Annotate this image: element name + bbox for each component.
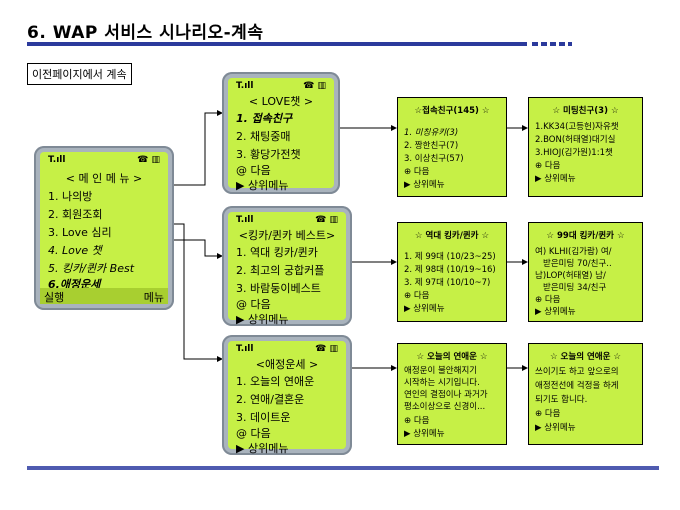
menu-item-my-room[interactable]: 1. 나의방 bbox=[48, 190, 93, 203]
status-bar: T.ıll ☎ ▥ bbox=[236, 215, 338, 227]
love-chat-screen: T.ıll ☎ ▥ < LOVE챗 > 1. 접속친구 2. 채팅중매 3. 황… bbox=[228, 78, 334, 192]
kingka-99-box: ☆ 99대 킹카/퀸카 ☆ 여) KLHI(김가람) 여/ 받은미팅 70/친구… bbox=[528, 222, 643, 322]
box-line: 애정운이 불안해지기 bbox=[404, 366, 478, 376]
box-title: ☆ 오늘의 연애운 ☆ bbox=[416, 352, 488, 362]
box-title: ☆ 미팅친구(3) ☆ bbox=[552, 106, 619, 116]
signal-icon: T.ıll bbox=[48, 155, 66, 165]
status-bar: T.ıll ☎ ▥ bbox=[48, 155, 160, 167]
battery-icon: ☎ ▥ bbox=[137, 155, 160, 165]
signal-icon: T.ıll bbox=[236, 344, 254, 354]
title-underline bbox=[27, 42, 527, 46]
continued-label: 이전페이지에서 계속 bbox=[27, 63, 132, 85]
fortune-header: <애정운세 > bbox=[255, 358, 319, 371]
box-title: ☆접속친구(145) ☆ bbox=[414, 106, 490, 116]
menu-item-love-chat[interactable]: 4. Love 챗 bbox=[48, 244, 102, 257]
kingka-best-screen: T.ıll ☎ ▥ <킹카/퀸카 베스트> 1. 역대 킹카/퀸카 2. 최고의… bbox=[228, 212, 346, 326]
box-line: 연인의 결점이나 과거가 bbox=[404, 390, 488, 400]
box-line[interactable]: 1.KK34(고등헌)자유챗 bbox=[535, 122, 619, 132]
menu-item-parent-menu[interactable]: ▶ 상위메뉴 bbox=[236, 442, 289, 455]
battery-icon: ☎ ▥ bbox=[315, 344, 338, 354]
box-line: 받은미팅 34/친구 bbox=[543, 283, 607, 293]
box-title: ☆ 오늘의 연애운 ☆ bbox=[549, 352, 622, 362]
menu-item-fun-chat[interactable]: 3. 황당가전챗 bbox=[236, 148, 301, 161]
status-bar: T.ıll ☎ ▥ bbox=[236, 81, 326, 93]
kingka-best-phone: T.ıll ☎ ▥ <킹카/퀸카 베스트> 1. 역대 킹카/퀸카 2. 최고의… bbox=[222, 206, 352, 326]
menu-item-next[interactable]: @ 다음 bbox=[236, 298, 271, 311]
today-love-box: ☆ 오늘의 연애운 ☆ 애정운이 불안해지기 시작하는 시기입니다. 연인의 결… bbox=[397, 343, 507, 445]
box-line: 받은미팅 70/친구.. bbox=[543, 259, 612, 269]
box-line: 평소이상으로 신경이... bbox=[404, 402, 486, 412]
box-line[interactable]: ⊕ 다음 bbox=[404, 416, 430, 426]
menu-softkey[interactable]: 메뉴 bbox=[143, 291, 164, 304]
main-menu-header: < 메 인 메 뉴 > bbox=[65, 172, 143, 185]
kingka-best-header: <킹카/퀸카 베스트> bbox=[238, 229, 336, 242]
box-line[interactable]: ⊕ 다음 bbox=[404, 291, 430, 301]
box-line[interactable]: 3. 제 97대 (10/10~7) bbox=[404, 278, 491, 288]
menu-item-love-marriage[interactable]: 2. 연애/결혼운 bbox=[236, 393, 305, 406]
menu-item-parent-menu[interactable]: ▶ 상위메뉴 bbox=[236, 313, 289, 326]
box-line[interactable]: ⊕ 다음 bbox=[404, 167, 430, 177]
box-line: 남)LOP(허태열) 남/ bbox=[535, 271, 606, 281]
box-line[interactable]: 1. 미칭유키(3) bbox=[404, 128, 459, 138]
box-line[interactable]: ▶ 상위메뉴 bbox=[404, 429, 445, 439]
menu-item-online-friends[interactable]: 1. 접속친구 bbox=[236, 112, 293, 125]
box-line[interactable]: 2. 제 98대 (10/19~16) bbox=[404, 265, 496, 275]
box-line: 되기도 합니다. bbox=[535, 395, 588, 405]
arrow-main-to-kingka bbox=[148, 239, 223, 259]
battery-icon: ☎ ▥ bbox=[303, 81, 326, 91]
menu-item-date-fortune[interactable]: 3. 데이트운 bbox=[236, 411, 291, 424]
menu-item-fortune[interactable]: 6.애정운세 bbox=[48, 278, 101, 291]
status-bar: T.ıll ☎ ▥ bbox=[236, 344, 338, 356]
box-title: ☆ 99대 킹카/퀸카 ☆ bbox=[546, 231, 625, 241]
menu-item-next[interactable]: @ 다음 bbox=[236, 164, 271, 177]
box-line[interactable]: 3. 이상친구(57) bbox=[404, 154, 464, 164]
box-line[interactable]: 1. 제 99대 (10/23~25) bbox=[404, 252, 496, 262]
box-line: 시작하는 시기입니다. bbox=[404, 378, 480, 388]
softkey-bar: 실행 메뉴 bbox=[40, 288, 168, 304]
menu-item-playboy-best[interactable]: 3. 바람둥이베스트 bbox=[236, 282, 321, 295]
box-line[interactable]: ⊕ 다음 bbox=[535, 161, 561, 171]
menu-item-love-psychology[interactable]: 3. Love 심리 bbox=[48, 226, 112, 239]
box-line[interactable]: ▶ 상위메뉴 bbox=[404, 180, 445, 190]
past-kingka-box: ☆ 역대 킹카/퀸카 ☆ 1. 제 99대 (10/23~25) 2. 제 98… bbox=[397, 222, 507, 322]
menu-item-parent-menu[interactable]: ▶ 상위메뉴 bbox=[236, 179, 289, 192]
box-line[interactable]: ▶ 상위메뉴 bbox=[535, 174, 576, 184]
box-line[interactable]: ▶ 상위메뉴 bbox=[535, 423, 576, 433]
battery-icon: ☎ ▥ bbox=[315, 215, 338, 225]
execute-softkey[interactable]: 실행 bbox=[44, 291, 65, 304]
fortune-screen: T.ıll ☎ ▥ <애정운세 > 1. 오늘의 연애운 2. 연애/결혼운 3… bbox=[228, 341, 346, 455]
box-line: 애정전선에 걱정을 하게 bbox=[535, 381, 619, 391]
box-line: 여) KLHI(김가람) 여/ bbox=[535, 247, 612, 257]
box-line[interactable]: ▶ 상위메뉴 bbox=[404, 304, 445, 314]
box-line[interactable]: 3.HIOJ(김가원)1:1챗 bbox=[535, 148, 613, 158]
menu-item-best-couple[interactable]: 2. 최고의 궁합커플 bbox=[236, 264, 325, 277]
meeting-friends-box: ☆ 미팅친구(3) ☆ 1.KK34(고등헌)자유챗 2.BON(허태열)대기실… bbox=[528, 97, 643, 197]
box-line[interactable]: ▶ 상위메뉴 bbox=[535, 307, 576, 317]
today-love-continued-box: ☆ 오늘의 연애운 ☆ 쓰이기도 하고 앞으로의 애정전선에 걱정을 하게 되기… bbox=[528, 343, 643, 445]
menu-item-kingka-best[interactable]: 5. 킹카/퀸카 Best bbox=[48, 262, 135, 275]
box-title: ☆ 역대 킹카/퀸카 ☆ bbox=[414, 231, 490, 241]
box-line[interactable]: ⊕ 다음 bbox=[535, 295, 561, 305]
bottom-rule bbox=[27, 466, 659, 470]
box-line: 쓰이기도 하고 앞으로의 bbox=[535, 367, 619, 377]
menu-item-member-search[interactable]: 2. 회원조회 bbox=[48, 208, 103, 221]
love-chat-phone: T.ıll ☎ ▥ < LOVE챗 > 1. 접속친구 2. 채팅중매 3. 황… bbox=[222, 72, 340, 194]
signal-icon: T.ıll bbox=[236, 215, 254, 225]
box-line[interactable]: 2. 짱한친구(7) bbox=[404, 141, 459, 151]
fortune-phone: T.ıll ☎ ▥ <애정운세 > 1. 오늘의 연애운 2. 연애/결혼운 3… bbox=[222, 335, 352, 455]
main-menu-screen: T.ıll ☎ ▥ < 메 인 메 뉴 > 1. 나의방 2. 회원조회 3. … bbox=[40, 152, 168, 304]
love-chat-header: < LOVE챗 > bbox=[248, 95, 314, 108]
menu-item-chat-match[interactable]: 2. 채팅중매 bbox=[236, 130, 291, 143]
menu-item-next[interactable]: @ 다음 bbox=[236, 427, 271, 440]
online-friends-box: ☆접속친구(145) ☆ 1. 미칭유키(3) 2. 짱한친구(7) 3. 이상… bbox=[397, 97, 507, 197]
menu-item-today-love[interactable]: 1. 오늘의 연애운 bbox=[236, 375, 315, 388]
page-title: 6. WAP 서비스 시나리오-계속 bbox=[27, 23, 264, 43]
menu-item-past-kingka[interactable]: 1. 역대 킹카/퀸카 bbox=[236, 246, 318, 259]
box-line[interactable]: 2.BON(허태열)대기실 bbox=[535, 135, 616, 145]
main-menu-phone: T.ıll ☎ ▥ < 메 인 메 뉴 > 1. 나의방 2. 회원조회 3. … bbox=[34, 146, 174, 310]
signal-icon: T.ıll bbox=[236, 81, 254, 91]
box-line[interactable]: ⊕ 다음 bbox=[535, 409, 561, 419]
title-dots bbox=[532, 42, 572, 46]
